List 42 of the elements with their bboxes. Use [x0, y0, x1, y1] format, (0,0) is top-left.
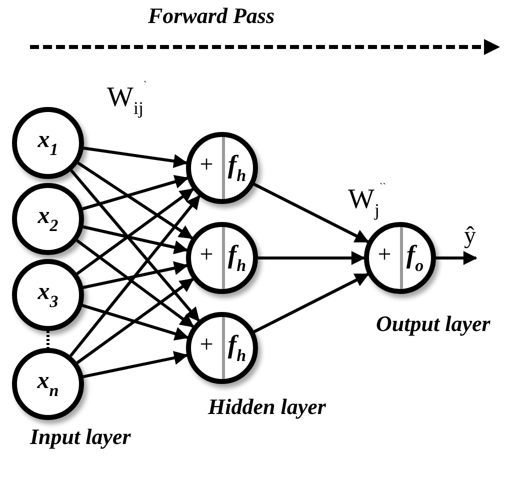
arrow [82, 304, 189, 341]
input-variable: x$_{1}$ [38, 126, 58, 160]
arrow [76, 278, 194, 364]
sum-symbol: + [200, 332, 214, 358]
neuron-circle [186, 132, 258, 204]
layer-label: Hidden layer [208, 395, 326, 420]
arrow [436, 251, 478, 265]
arrow [77, 162, 194, 240]
input-circle [12, 259, 84, 331]
input-circle [12, 107, 84, 179]
input-variable: x$_{n}$ [37, 368, 59, 400]
sum-symbol: + [200, 152, 214, 178]
activation-function: f$_{o}$ [406, 240, 424, 276]
arrow [70, 169, 200, 322]
arrow [82, 174, 189, 210]
input-variable: x$_{3}$ [38, 278, 58, 312]
arrow [82, 351, 188, 378]
input-variable: x$_{2}$ [38, 202, 58, 236]
neuron-circle [186, 312, 258, 384]
arrow [76, 239, 194, 328]
arrow [76, 188, 194, 275]
arrow [82, 261, 188, 289]
activation-function: f$_{h}$ [228, 240, 246, 276]
edge-label: ŷ [464, 224, 476, 248]
layer-label: Input layer [30, 425, 131, 450]
arrow [258, 251, 366, 265]
input-circle [12, 348, 84, 420]
arrow [69, 194, 201, 357]
direction-label: Forward Pass [148, 4, 275, 28]
sum-symbol: + [200, 242, 214, 268]
sum-symbol: + [378, 242, 392, 268]
input-circle [12, 183, 84, 255]
arrow [83, 146, 188, 168]
activation-function: f$_{h}$ [228, 330, 246, 366]
dotted-connector [46, 331, 50, 348]
layer-label: Output layer [376, 312, 490, 336]
arrow [253, 272, 370, 334]
activation-function: f$_{h}$ [228, 150, 246, 186]
neuron-circle [186, 222, 258, 294]
neuron-circle [364, 222, 436, 294]
arrow [82, 225, 188, 254]
arrow [253, 182, 370, 244]
